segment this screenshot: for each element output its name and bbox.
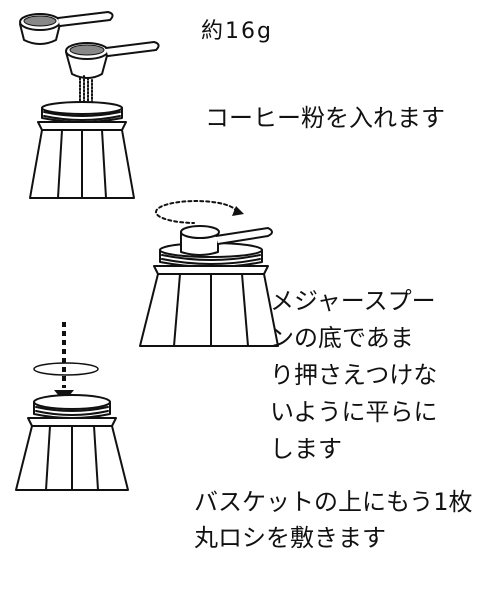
measuring-spoon-icon xyxy=(180,225,273,256)
text-line: メジャースプー xyxy=(270,287,436,315)
moka-pot-base-icon xyxy=(15,394,129,491)
rotate-arrow-icon xyxy=(155,200,237,224)
paper-filter-icon xyxy=(33,362,99,376)
amount-label: 約16g xyxy=(201,19,273,44)
measuring-spoon-icon xyxy=(65,41,160,79)
measuring-spoon-icon xyxy=(19,11,114,45)
step-2-text: メジャースプーンの底であまり押さえつけないように平らにします xyxy=(270,246,438,505)
text-line: バスケットの上にもう1枚 xyxy=(194,488,473,516)
text-line: 丸ロシを敷きます xyxy=(194,524,386,552)
text-line: します xyxy=(270,435,342,463)
illustration xyxy=(15,11,279,491)
down-arrow-icon xyxy=(54,322,74,402)
step-1-text: コーヒー粉を入れます xyxy=(205,104,445,132)
text-line: ンの底であま xyxy=(270,324,414,352)
step-3-text: バスケットの上にもう1枚丸ロシを敷きます xyxy=(194,448,473,592)
text-line: り押さえつけな xyxy=(270,361,438,389)
text-line: いように平らに xyxy=(270,398,438,426)
moka-pot-base-icon xyxy=(29,101,135,199)
moka-pot-base-icon xyxy=(139,242,279,347)
